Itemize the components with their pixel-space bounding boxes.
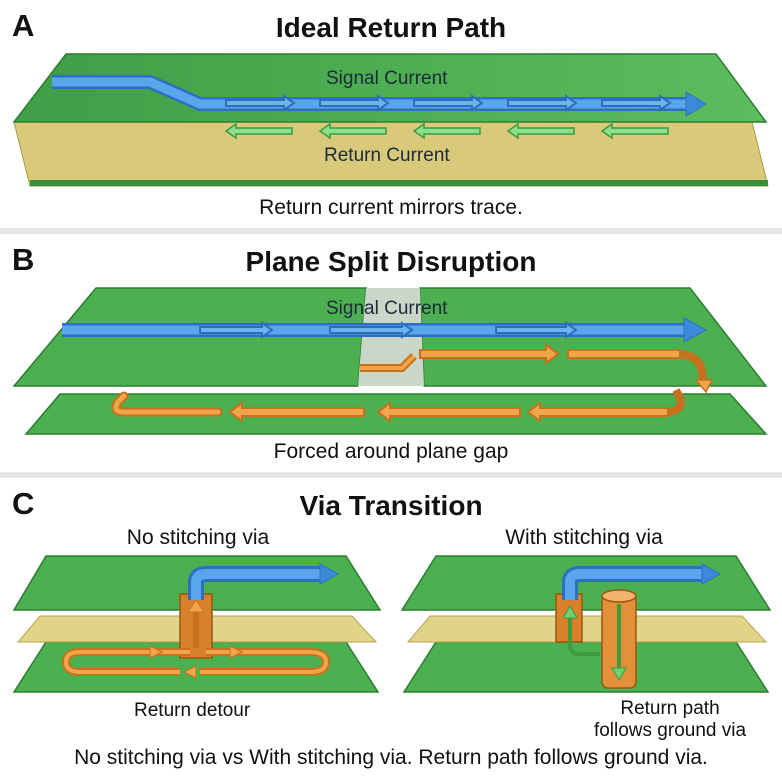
signal-arrow [601, 94, 672, 112]
panel-title: Plane Split Disruption [245, 246, 537, 277]
panel-plane-split-disruption: B Plane Split Disruption Signal Current … [0, 234, 782, 472]
signal-current-label: Signal Current [326, 298, 448, 319]
top-copper-plane [400, 555, 772, 611]
return-arrow [318, 122, 387, 140]
return-path-note-line1: Return path [620, 698, 720, 719]
return-detour-note: Return detour [134, 700, 251, 721]
bottom-copper-plane [402, 641, 770, 693]
return-arrow [506, 122, 575, 140]
return-arrow [600, 122, 669, 140]
signal-arrow [329, 321, 414, 339]
signal-current-arrows [225, 94, 672, 112]
signal-arrowhead [319, 563, 340, 585]
return-arrow [376, 401, 521, 423]
signal-arrow [495, 321, 578, 339]
return-arrows-top [419, 343, 681, 365]
ideal-return-diagram [12, 53, 769, 187]
return-current-label: Return Current [324, 145, 450, 166]
panel-letter: C [12, 486, 35, 521]
return-arrow [419, 343, 560, 365]
left-stack-label: No stitching via [126, 526, 270, 549]
signal-arrow [507, 94, 578, 112]
return-arrow [526, 401, 669, 423]
return-arrow [567, 349, 681, 359]
panel-caption: Forced around plane gap [273, 440, 509, 463]
signal-arrow [413, 94, 484, 112]
panel-via-transition: C Via Transition No stitching via With s… [0, 478, 782, 782]
return-arrows-bottom [228, 401, 669, 423]
signal-arrowhead [685, 91, 707, 117]
return-path-note-line2: follows ground via [593, 720, 747, 741]
return-current-arrows [224, 122, 669, 140]
plane-split-diagram [12, 287, 768, 435]
panel-caption: Return current mirrors trace. [259, 196, 523, 219]
signal-current-arrows [199, 321, 578, 339]
via-transition-diagram [12, 555, 772, 693]
signal-arrowhead [683, 317, 708, 343]
substrate-layer [406, 615, 768, 643]
panel-title: Via Transition [299, 490, 483, 521]
left-stack-no-stitching [12, 555, 382, 693]
signal-arrowhead [701, 563, 722, 585]
panel-letter: A [12, 8, 35, 43]
signal-arrow [199, 321, 274, 339]
bottom-copper-plane [30, 180, 768, 186]
return-arrow [228, 401, 365, 423]
right-stack-with-stitching [400, 555, 772, 693]
return-arrow [224, 122, 293, 140]
panel-title: Ideal Return Path [275, 12, 507, 43]
signal-arrow [225, 94, 296, 112]
panel-letter: B [12, 242, 35, 277]
panel-ideal-return-path: A Ideal Return Path Signal Current Retur… [0, 0, 782, 228]
right-stack-label: With stitching via [505, 526, 663, 549]
return-arrow [412, 122, 481, 140]
return-path-note: Return path follows ground via [560, 698, 780, 742]
signal-current-label: Signal Current [326, 68, 448, 89]
signal-arrow [319, 94, 390, 112]
panel-caption: No stitching via vs With stitching via. … [74, 746, 708, 769]
